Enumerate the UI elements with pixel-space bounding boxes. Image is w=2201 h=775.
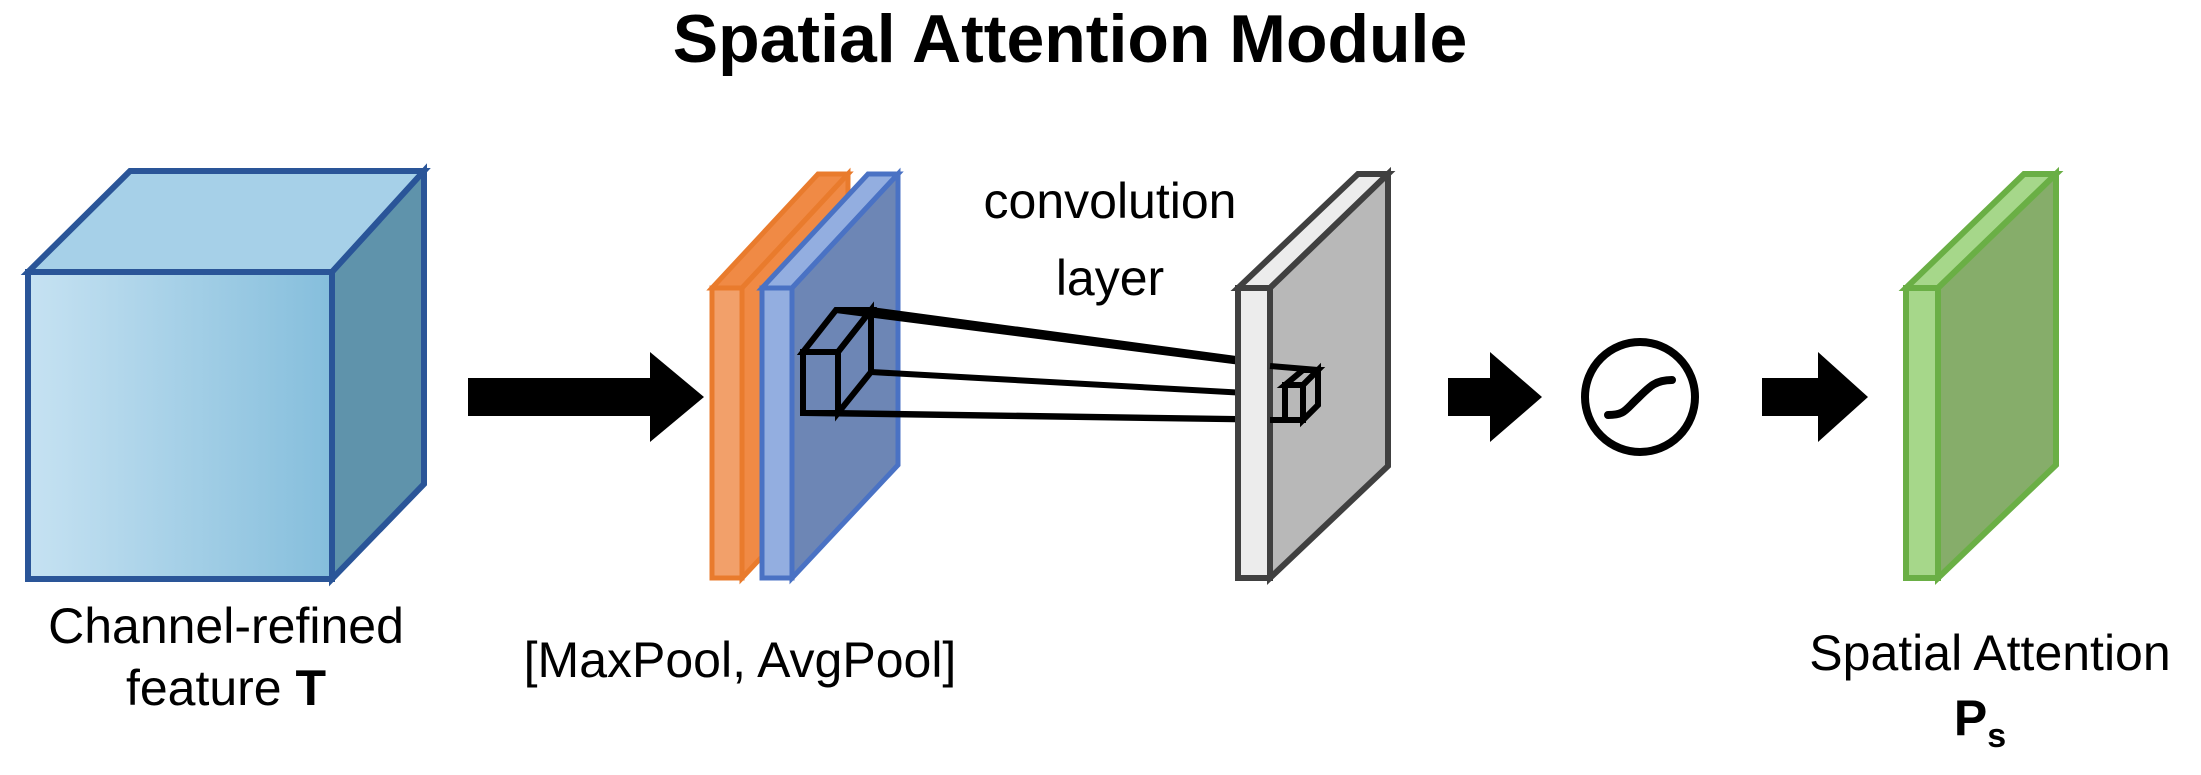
- input-symbol: T: [296, 660, 327, 716]
- convolution-kernel-overlay: [1269, 362, 1326, 428]
- output-subscript: s: [1987, 717, 2006, 755]
- spatial-attention-map: [1898, 166, 2064, 586]
- output-symbol: P: [1954, 690, 1987, 746]
- conv-label-line2: layer: [1056, 250, 1164, 306]
- sigmoid-icon: [1581, 338, 1699, 456]
- attn-front-face: [1903, 285, 1941, 581]
- input-label-line1: Channel-refined: [48, 598, 404, 654]
- input-label-line2: feature T: [126, 660, 326, 716]
- arrow-right-icon: [468, 352, 704, 442]
- output-label-line2: Ps: [1954, 690, 2006, 755]
- conv-front-face: [1235, 285, 1273, 581]
- conv-output-map: [1230, 166, 1396, 585]
- sigmoid-curve: [1604, 376, 1676, 419]
- conv-side-face: [1267, 166, 1391, 585]
- projection-upper-overlay: [1269, 363, 1319, 373]
- arrow-right-icon: [1762, 352, 1868, 442]
- cube-front-face: [25, 269, 335, 582]
- avgpool-map: [756, 167, 904, 585]
- conv-label-line1: convolution: [984, 173, 1237, 229]
- attn-side-face: [1935, 166, 2059, 586]
- arrow-right-icon: [1448, 352, 1542, 442]
- maxpool-front-face: [709, 285, 745, 581]
- output-label-line1: Spatial Attention: [1809, 625, 2170, 681]
- target-cell-side-overlay: [1300, 362, 1321, 428]
- avgpool-front-face: [759, 285, 795, 581]
- diagram-title: Spatial Attention Module: [673, 1, 1468, 77]
- pooled-label: [MaxPool, AvgPool]: [524, 632, 957, 688]
- input-feature-cube: [20, 163, 431, 587]
